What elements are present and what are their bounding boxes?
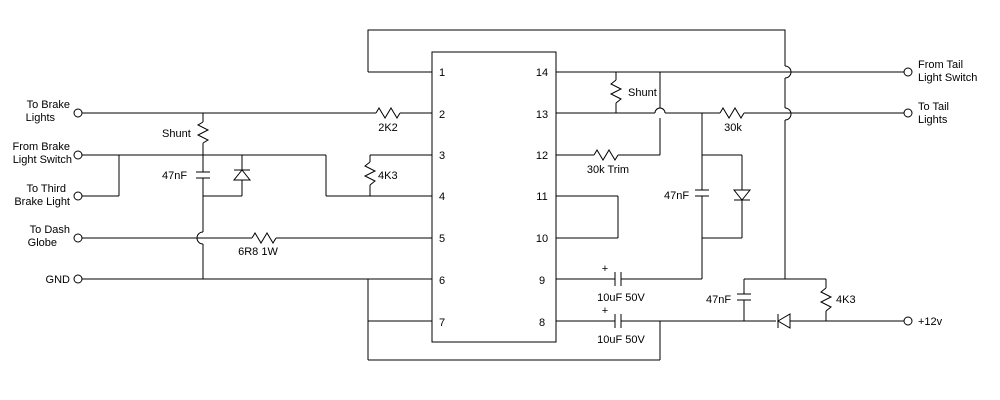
cap-47nf-bottom	[737, 293, 751, 301]
brake-lights-line	[82, 107, 432, 119]
pin-6-label: 6	[439, 275, 445, 287]
label-gnd: GND	[46, 274, 71, 286]
ic-left-pin-numbers: 1 2 3 4 5 6 7	[439, 67, 445, 329]
plus-10uf-top: +	[602, 263, 608, 275]
pin12-line	[556, 149, 660, 161]
terminal-brake-lights	[73, 108, 83, 118]
label-47nf-left: 47nF	[162, 170, 187, 182]
label-4k3-left: 4K3	[378, 170, 398, 182]
right-shunt-branch	[609, 72, 623, 113]
label-to-brake-2: Lights	[26, 112, 56, 124]
resistor-4k3-right	[819, 287, 833, 312]
pin-2-label: 2	[439, 109, 445, 121]
resistor-2k2	[375, 107, 401, 119]
left-terminal-labels: To Brake Lights From Brake Light Switch …	[13, 99, 72, 286]
cap-47nf-mid	[695, 189, 709, 197]
label-from-tail-1: From Tail	[918, 59, 963, 71]
left-shunt-branch	[196, 113, 210, 172]
label-30k-trim: 30k Trim	[587, 164, 629, 176]
cap-10uf-top	[614, 272, 622, 286]
resistor-4k3-left	[363, 161, 377, 186]
label-47nf-mid: 47nF	[664, 190, 689, 202]
label-10uf-top: 10uF 50V	[597, 292, 645, 304]
diode-left	[232, 169, 252, 181]
shunt-left-resistor	[196, 121, 210, 144]
terminal-from-tail-switch	[903, 67, 913, 77]
pin-10-label: 10	[536, 233, 548, 245]
mid-cap-diode-network	[695, 113, 752, 279]
pin-3-label: 3	[439, 150, 445, 162]
top-loop-wire	[367, 29, 792, 279]
pin-4-label: 4	[439, 191, 445, 203]
terminal-plus12v	[903, 316, 913, 326]
resistor-6r8	[251, 232, 277, 244]
label-6r8: 6R8 1W	[238, 246, 278, 258]
diode-supply	[777, 313, 791, 329]
terminal-third-brake	[73, 191, 83, 201]
label-from-tail-2: Light Switch	[918, 72, 977, 84]
pin-12-label: 12	[536, 150, 548, 162]
label-10uf-bottom: 10uF 50V	[597, 334, 645, 346]
label-shunt-right: Shunt	[628, 87, 657, 99]
pin-8-label: 8	[539, 317, 545, 329]
label-dash-globe-1: To Dash	[30, 224, 70, 236]
pin9-line	[556, 272, 702, 286]
pin8-line	[556, 313, 904, 329]
ic-right-pin-numbers: 14 13 12 11 10 9 8	[536, 67, 548, 329]
ic-body	[431, 51, 557, 343]
terminal-dash-globe	[73, 233, 83, 243]
label-third-brake-2: Brake Light	[14, 196, 70, 208]
label-2k2: 2K2	[378, 122, 398, 134]
label-47nf-bottom: 47nF	[706, 294, 731, 306]
dash-globe-line	[82, 232, 432, 244]
pin-14-label: 14	[536, 67, 548, 79]
pin-5-label: 5	[439, 233, 445, 245]
resistor-30k-trim	[593, 149, 619, 161]
label-to-brake-1: To Brake	[27, 99, 70, 111]
bottom-right-network	[737, 278, 833, 321]
right-terminal-labels: From Tail Light Switch To Tail Lights +1…	[918, 59, 977, 328]
label-from-brake-2: Light Switch	[13, 154, 72, 166]
gnd-line	[82, 278, 661, 361]
label-4k3-right: 4K3	[836, 294, 856, 306]
label-third-brake-1: To Third	[26, 183, 66, 195]
r-4k3-left-branch	[363, 154, 432, 196]
label-30k: 30k	[724, 122, 742, 134]
pin-1-label: 1	[439, 67, 445, 79]
diode-mid	[732, 189, 752, 201]
pin-11-label: 11	[536, 191, 547, 203]
label-dash-globe-2: Globe	[28, 237, 57, 249]
label-plus12v: +12v	[918, 316, 943, 328]
pin13-line	[556, 107, 904, 119]
cap-47nf-left	[196, 171, 210, 179]
cap-10uf-bottom	[614, 314, 622, 328]
label-shunt-left: Shunt	[162, 128, 191, 140]
terminal-from-brake-switch	[73, 150, 83, 160]
left-cap-diode-network	[196, 154, 252, 279]
shunt-right-resistor	[609, 79, 623, 104]
label-to-tail-2: Lights	[918, 114, 948, 126]
pin-7-label: 7	[439, 317, 445, 329]
label-to-tail-1: To Tail	[918, 101, 949, 113]
pin-13-label: 13	[536, 109, 548, 121]
plus-10uf-bottom: +	[602, 305, 608, 317]
label-from-brake-1: From Brake	[13, 141, 70, 153]
pin11-pin10-loop	[556, 195, 619, 239]
resistor-30k	[719, 107, 745, 119]
terminal-gnd	[73, 274, 83, 284]
pin-9-label: 9	[539, 275, 545, 287]
terminal-to-tail-lights	[903, 108, 913, 118]
